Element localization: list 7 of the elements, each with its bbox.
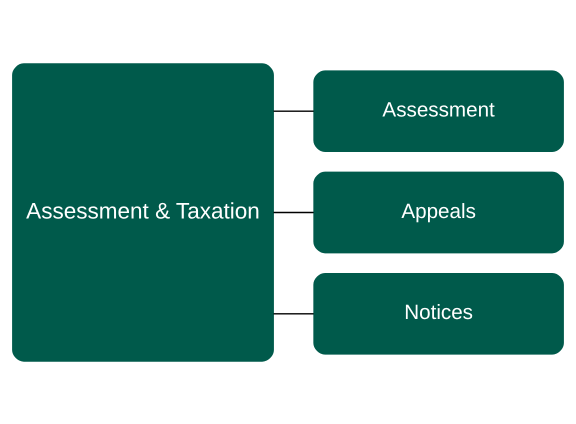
connector [274, 110, 314, 112]
connector [274, 312, 314, 314]
node-box: Assessment [313, 70, 564, 152]
node-box: Notices [313, 272, 564, 354]
connector [274, 211, 314, 213]
node-box: Appeals [313, 171, 564, 253]
node-box: Assessment & Taxation [12, 62, 274, 362]
